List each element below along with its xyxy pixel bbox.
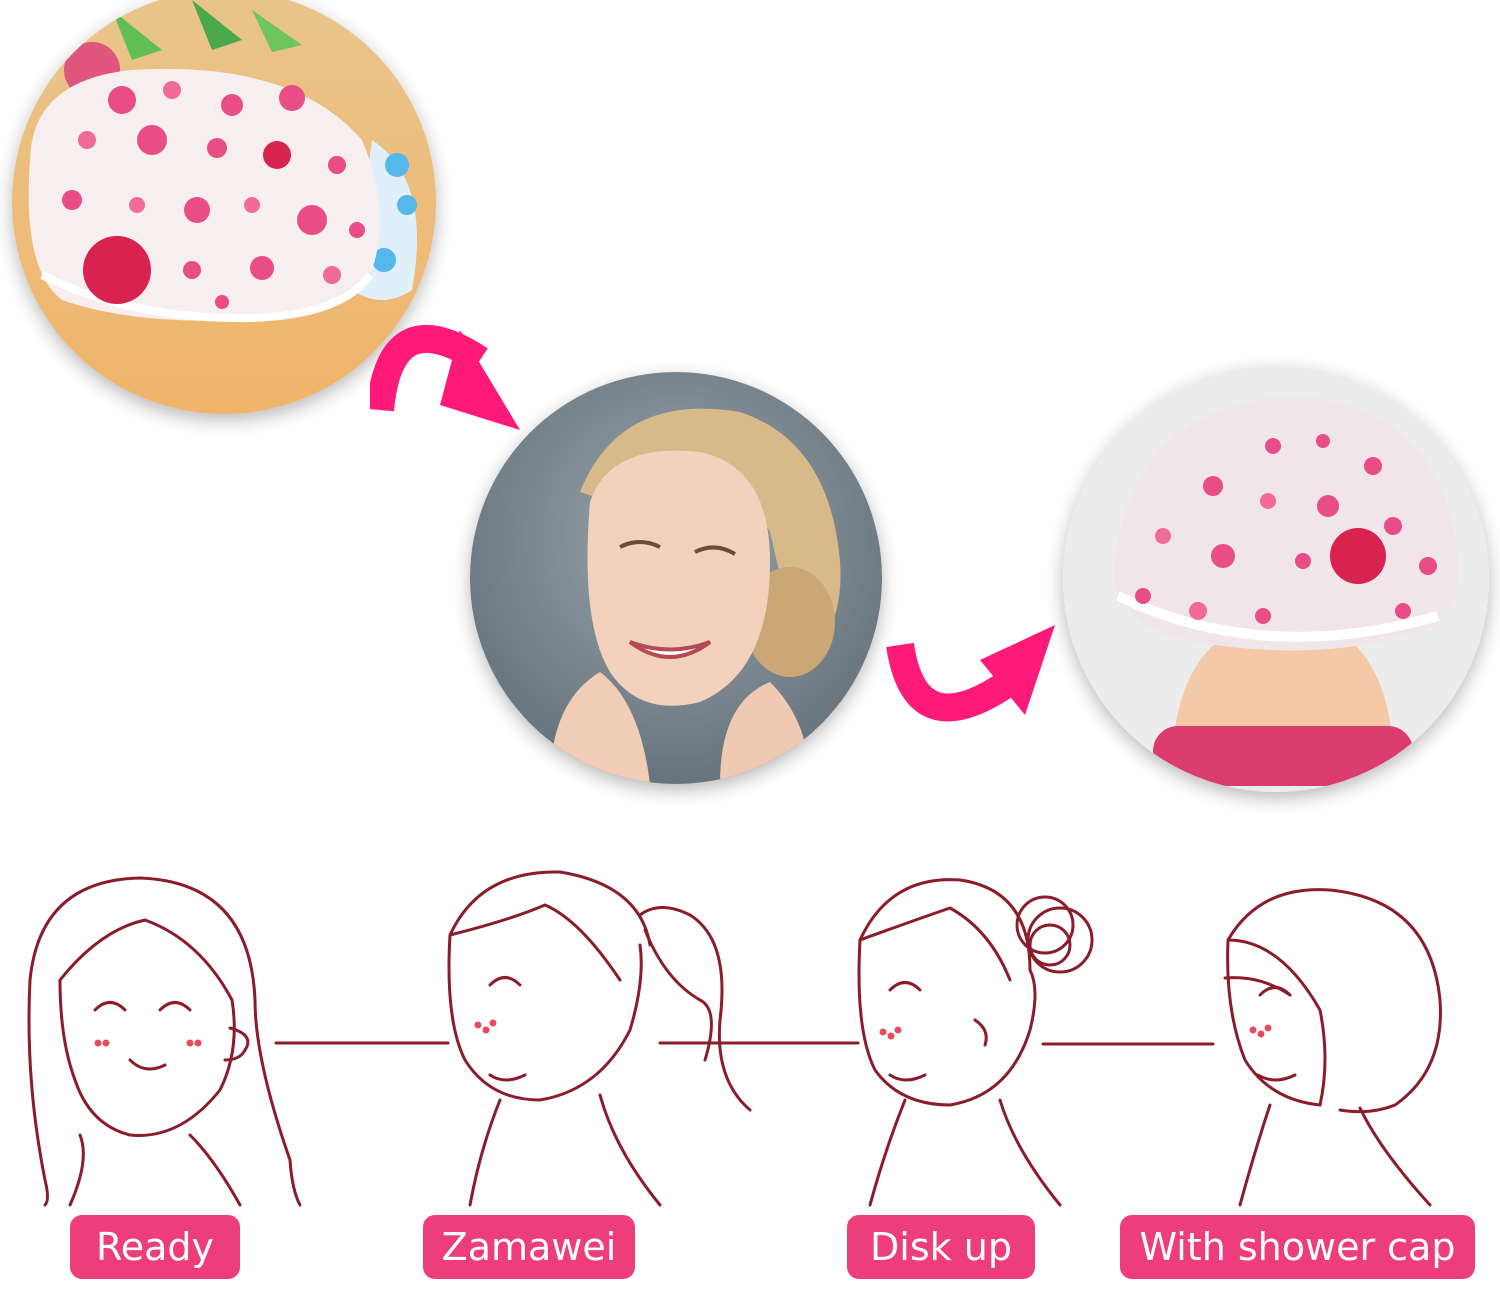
step-label-with-shower-cap: With shower cap	[1120, 1215, 1475, 1279]
curved-arrow-icon	[370, 324, 520, 430]
long-hair-girl-icon	[27, 876, 302, 1207]
hair-steps-illustration	[27, 870, 1442, 1207]
curved-arrow-icon	[886, 625, 1055, 722]
step-label-ready: Ready	[70, 1215, 240, 1279]
step-label-disk-up: Disk up	[847, 1215, 1035, 1279]
polka-dot-shower-cap-photo	[12, 0, 436, 414]
ponytail-girl-icon	[447, 870, 752, 1207]
shower-cap-girl-icon	[1223, 888, 1442, 1207]
bun-girl-icon	[857, 878, 1094, 1207]
step-label-zamawei: Zamawei	[423, 1215, 635, 1279]
shower-cap-worn-photo	[1063, 366, 1489, 792]
smiling-woman-bun-photo	[470, 372, 882, 784]
